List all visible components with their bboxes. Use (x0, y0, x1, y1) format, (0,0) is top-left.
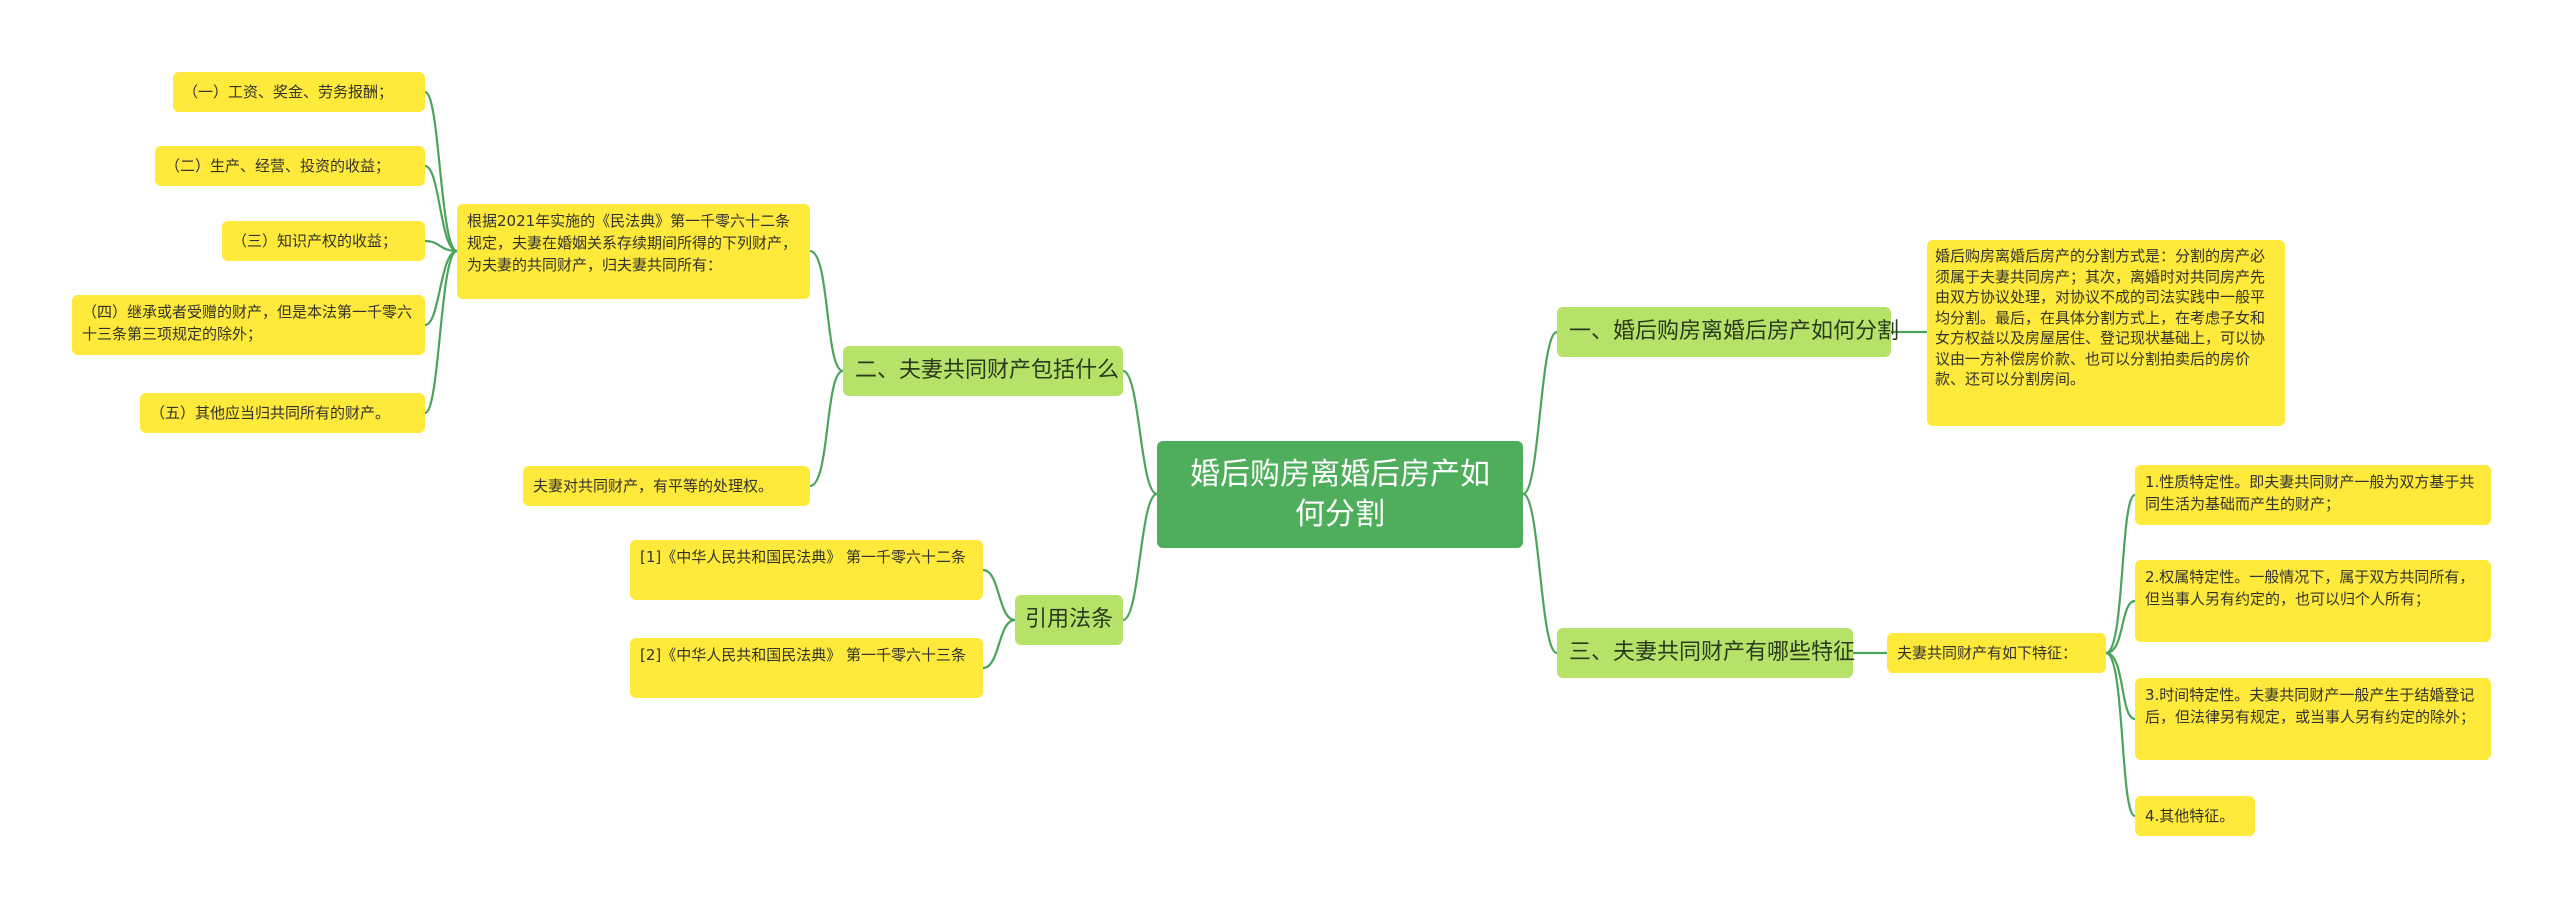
link-root-b3 (1522, 492, 1558, 655)
link-b3-i4 (2105, 651, 2137, 818)
link-b3-i2 (2105, 599, 2136, 655)
b3-item-3-text: 3.时间特定性。夫妻共同财产一般产生于结婚登记后，但法律另有规定，或当事人另有约… (2145, 686, 2476, 726)
b2-intro-note[interactable]: 根据2021年实施的《民法典》第一千零六十二条规定，夫妻在婚姻关系存续期间所得的… (457, 204, 810, 299)
branch-4-label: 引用法条 (1025, 607, 1114, 632)
b4-reference-1[interactable]: [1]《中华人民共和国民法典》 第一千零六十二条 (630, 540, 983, 600)
link-b4-r2 (982, 618, 1016, 670)
link-root-b4 (1122, 492, 1158, 622)
b4-reference-2[interactable]: [2]《中华人民共和国民法典》 第一千零六十三条 (630, 638, 983, 698)
b2-equal-text: 夫妻对共同财产，有平等的处理权。 (533, 477, 774, 495)
b3-item-4-text: 4.其他特征。 (2145, 807, 2235, 825)
b3-item-1-text: 1.性质特定性。即夫妻共同财产一般为双方基于共同生活为基础而产生的财产； (2145, 473, 2475, 513)
b3-item-4[interactable]: 4.其他特征。 (2135, 796, 2255, 836)
b3-item-2-text: 2.权属特定性。一般情况下，属于双方共同所有，但当事人另有约定的，也可以归个人所… (2145, 568, 2475, 608)
link-b3-i1 (2105, 493, 2137, 655)
b2-item-3-text: （三）知识产权的收益； (232, 232, 398, 250)
root-topic[interactable]: 婚后购房离婚后房产如何分割 (1157, 441, 1523, 548)
link-b2-i3 (424, 239, 458, 253)
link-b3-i3 (2105, 651, 2136, 721)
link-b2-i2 (424, 164, 458, 253)
b2-item-1-text: （一）工资、奖金、劳务报酬； (183, 83, 394, 101)
b1-description-text: 婚后购房离婚后房产的分割方式是：分割的房产必须属于夫妻共同房产；其次，离婚时对共… (1935, 247, 2266, 388)
link-b2-i1 (423, 90, 458, 253)
link-root-b1 (1522, 330, 1558, 496)
b2-item-4-text: （四）继承或者受赠的财产，但是本法第一千零六十三条第三项规定的除外； (82, 303, 413, 343)
branch-3-label: 三、夫妻共同财产有哪些特征 (1569, 640, 1856, 665)
b3-intro-text: 夫妻共同财产有如下特征： (1897, 644, 2078, 662)
b2-intro-text: 根据2021年实施的《民法典》第一千零六十二条规定，夫妻在婚姻关系存续期间所得的… (467, 212, 798, 274)
branch-1-label: 一、婚后购房离婚后房产如何分割 (1569, 319, 1900, 344)
b2-item-2-text: （二）生产、经营、投资的收益； (165, 157, 391, 175)
b3-item-2[interactable]: 2.权属特定性。一般情况下，属于双方共同所有，但当事人另有约定的，也可以归个人所… (2135, 560, 2491, 642)
branch-4-topic[interactable]: 引用法条 (1015, 595, 1123, 645)
link-b2-equal (809, 369, 844, 488)
link-b2-intro (809, 249, 844, 373)
link-b2-i5 (423, 249, 458, 415)
b2-item-3[interactable]: （三）知识产权的收益； (222, 221, 425, 261)
b2-item-5-text: （五）其他应当归共同所有的财产。 (150, 404, 391, 422)
link-b2-i4 (424, 249, 458, 327)
b1-description-note[interactable]: 婚后购房离婚后房产的分割方式是：分割的房产必须属于夫妻共同房产；其次，离婚时对共… (1927, 240, 2285, 426)
b2-item-5[interactable]: （五）其他应当归共同所有的财产。 (140, 393, 425, 433)
b4-reference-1-text: [1]《中华人民共和国民法典》 第一千零六十二条 (640, 548, 967, 566)
b3-item-3[interactable]: 3.时间特定性。夫妻共同财产一般产生于结婚登记后，但法律另有规定，或当事人另有约… (2135, 678, 2491, 760)
b2-item-4[interactable]: （四）继承或者受赠的财产，但是本法第一千零六十三条第三项规定的除外； (72, 295, 425, 355)
b3-intro-note[interactable]: 夫妻共同财产有如下特征： (1887, 633, 2106, 673)
b3-item-1[interactable]: 1.性质特定性。即夫妻共同财产一般为双方基于共同生活为基础而产生的财产； (2135, 465, 2491, 525)
b2-item-2[interactable]: （二）生产、经营、投资的收益； (155, 146, 425, 186)
branch-2-label: 二、夫妻共同财产包括什么 (855, 358, 1120, 383)
branch-1-topic[interactable]: 一、婚后购房离婚后房产如何分割 (1557, 307, 1899, 357)
b4-reference-2-text: [2]《中华人民共和国民法典》 第一千零六十三条 (640, 646, 967, 664)
branch-3-topic[interactable]: 三、夫妻共同财产有哪些特征 (1557, 628, 1856, 678)
branch-2-topic[interactable]: 二、夫妻共同财产包括什么 (843, 346, 1123, 396)
link-b4-r1 (982, 568, 1016, 622)
root-topic-label: 婚后购房离婚后房产如何分割 (1190, 456, 1490, 532)
b2-item-1[interactable]: （一）工资、奖金、劳务报酬； (173, 72, 425, 112)
link-root-b2 (1122, 369, 1158, 496)
b2-equal-note[interactable]: 夫妻对共同财产，有平等的处理权。 (523, 466, 810, 506)
